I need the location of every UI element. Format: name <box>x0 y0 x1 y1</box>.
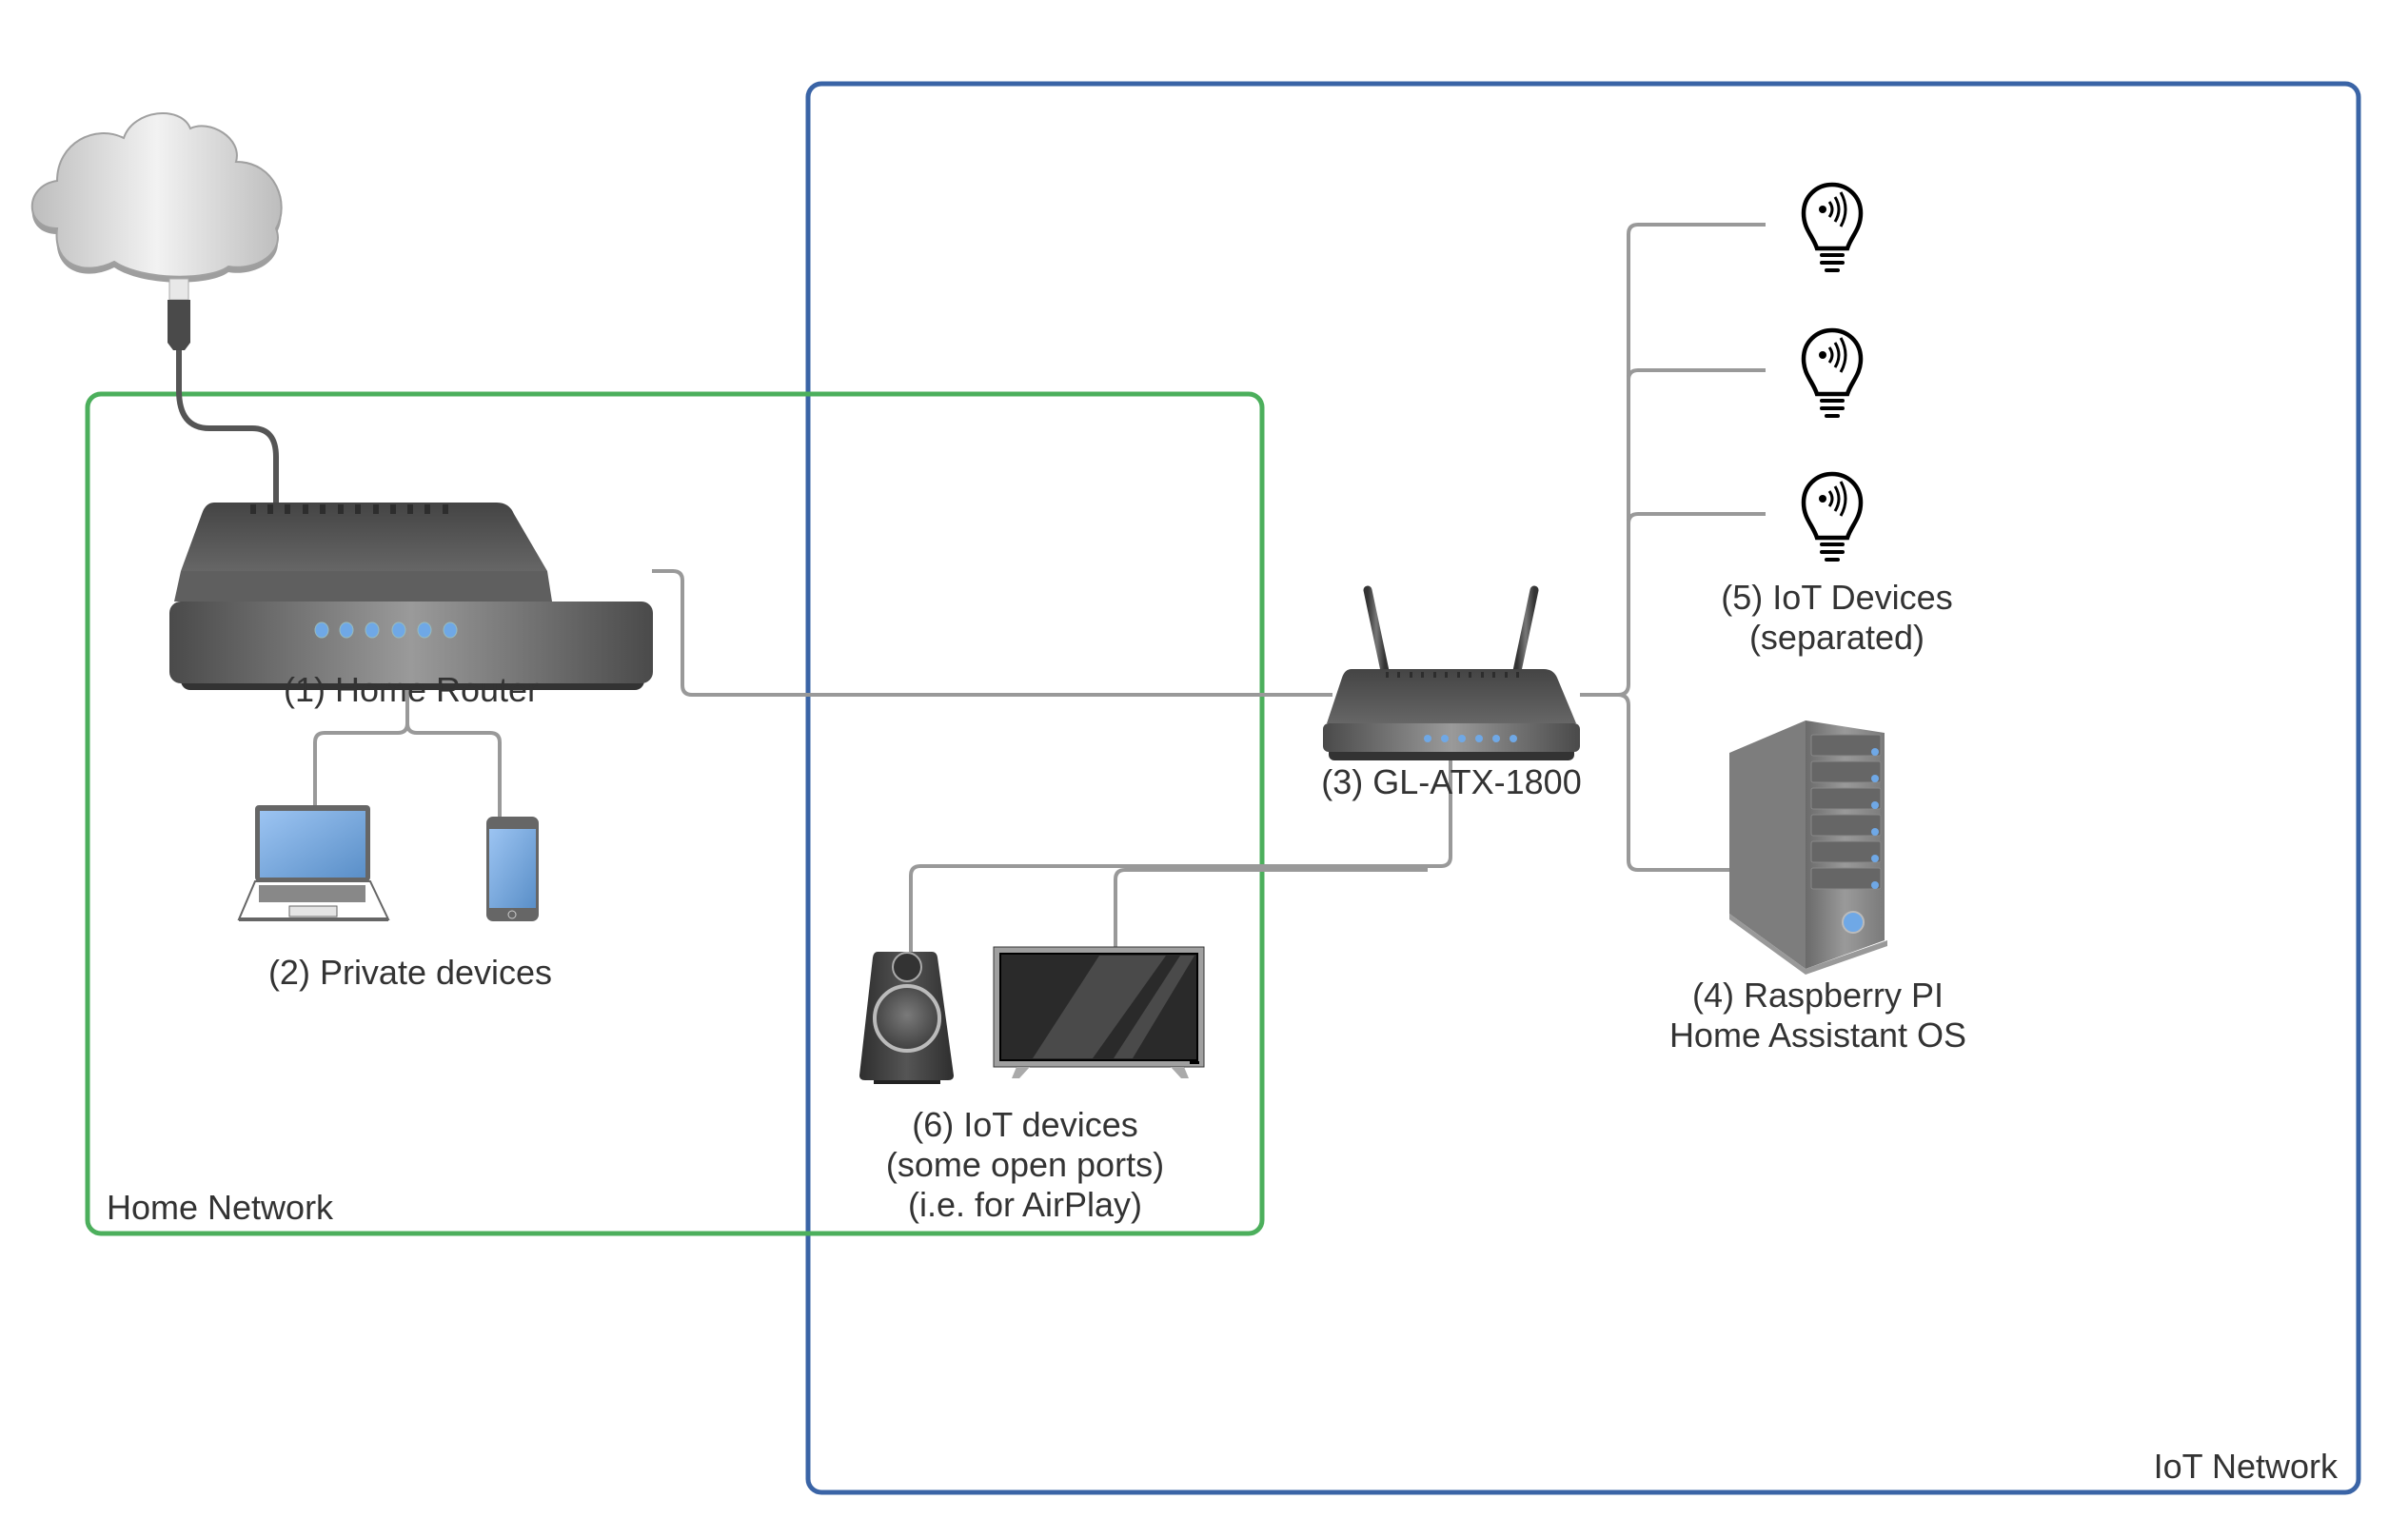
connector-home-router-gl-router <box>652 569 1332 697</box>
iot-network-zone <box>805 81 2361 1495</box>
connector-trunk-bulb-2 <box>1627 368 1766 381</box>
connector-trunk-bulb-3 <box>1627 512 1766 524</box>
connector-trunk-server <box>1617 693 1734 872</box>
iot-separated-label-line1: (5) IoT Devices <box>1721 578 1952 617</box>
connector-gl-router-iot-open <box>909 752 1452 952</box>
smart-bulb-icon <box>1801 471 1864 562</box>
connector-gl-router-trunk <box>1580 223 1766 697</box>
home-network-zone <box>85 391 1265 1236</box>
server-tower-icon <box>1729 720 1887 975</box>
connectors <box>313 223 1766 952</box>
iot-open-label-line2: (some open ports) <box>886 1145 1164 1184</box>
smart-bulb-icon <box>1801 327 1864 418</box>
speaker-icon <box>859 952 954 1084</box>
wifi-router-icon <box>1323 585 1580 760</box>
home-router-label: (1) Home Router <box>284 670 539 709</box>
iot-network-label: IoT Network <box>2154 1447 2339 1486</box>
connector-gl-router-tv <box>1114 868 1428 952</box>
smart-bulbs <box>1801 182 1864 562</box>
home-network-label: Home Network <box>107 1188 334 1227</box>
raspberry-pi-label-line2: Home Assistant OS <box>1669 1016 1966 1055</box>
iot-open-label-line3: (i.e. for AirPlay) <box>908 1185 1142 1224</box>
ethernet-cable-icon <box>168 278 279 503</box>
iot-separated-label-line2: (separated) <box>1749 618 1924 657</box>
raspberry-pi-label-line1: (4) Raspberry PI <box>1692 976 1944 1015</box>
private-devices-label: (2) Private devices <box>268 953 552 992</box>
laptop-icon <box>237 805 390 921</box>
home-router-icon <box>169 503 653 690</box>
gl-router-label: (3) GL-ATX-1800 <box>1321 762 1581 801</box>
smart-bulb-icon <box>1801 182 1864 272</box>
tv-icon <box>993 946 1205 1078</box>
iot-open-label-line1: (6) IoT devices <box>912 1105 1137 1144</box>
cloud-icon <box>30 112 283 283</box>
smartphone-icon <box>486 817 539 921</box>
connector-home-router-phone <box>405 722 502 820</box>
